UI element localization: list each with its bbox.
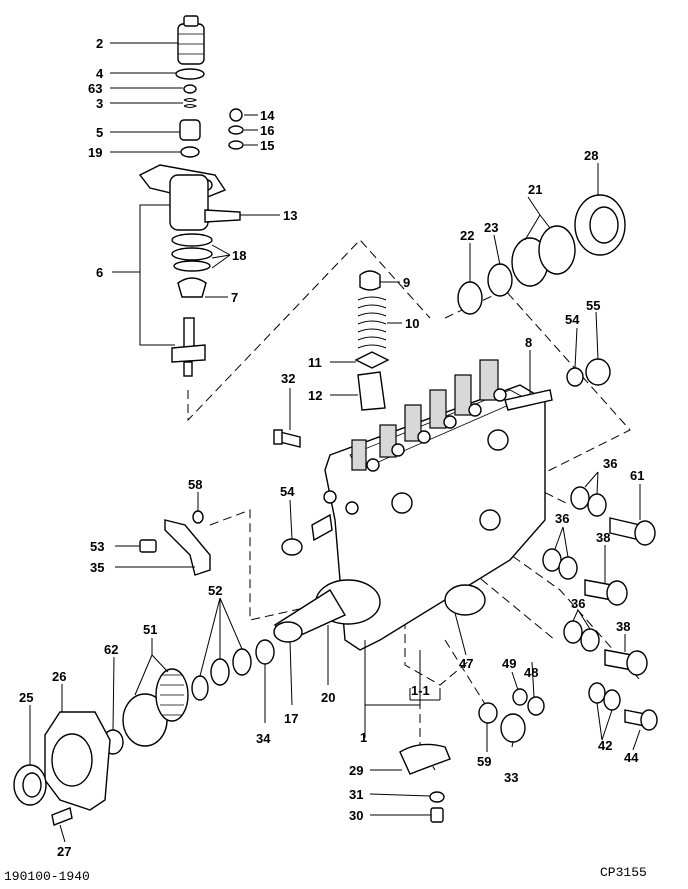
spring-assembly [354, 270, 390, 411]
callout-8: 8 [525, 335, 532, 350]
callout-9: 9 [403, 275, 410, 290]
callout-2: 2 [96, 36, 103, 51]
callout-28: 28 [584, 148, 598, 163]
callout-58: 58 [188, 477, 202, 492]
callout-51: 51 [143, 622, 157, 637]
callout-61: 61 [630, 468, 644, 483]
callout-29: 29 [349, 763, 363, 778]
callout-11: 11 [308, 355, 322, 370]
callout-7: 7 [231, 290, 238, 305]
callout-20: 20 [321, 690, 335, 705]
leader-lines [29, 42, 641, 843]
callout-33: 33 [504, 770, 518, 785]
callout-1-1: 1-1 [411, 683, 430, 698]
callout-36-c: 36 [571, 596, 585, 611]
delivery-valve-assembly [138, 15, 244, 377]
callout-54-lower: 54 [280, 484, 295, 499]
callout-36-a: 36 [603, 456, 617, 471]
callout-35: 35 [90, 560, 104, 575]
callout-38-a: 38 [596, 530, 610, 545]
callout-labels: 2 4 63 3 5 19 14 16 15 13 18 6 7 28 21 2… [19, 36, 644, 859]
callout-42: 42 [598, 738, 612, 753]
callout-48: 48 [524, 665, 538, 680]
callout-4: 4 [96, 66, 104, 81]
callout-53: 53 [90, 539, 104, 554]
callout-14: 14 [260, 108, 275, 123]
callout-27: 27 [57, 844, 71, 859]
callout-62: 62 [104, 642, 118, 657]
callout-49: 49 [502, 656, 516, 671]
callout-6: 6 [96, 265, 103, 280]
callout-36-b: 36 [555, 511, 569, 526]
callout-31: 31 [349, 787, 363, 802]
callout-22: 22 [460, 228, 474, 243]
callout-13: 13 [283, 208, 297, 223]
callout-63: 63 [88, 81, 102, 96]
callout-55: 55 [586, 298, 600, 313]
callout-12: 12 [308, 388, 322, 403]
callout-25: 25 [19, 690, 33, 705]
callout-21: 21 [528, 182, 542, 197]
footer-figure-code: CP3155 [600, 865, 647, 880]
callout-47: 47 [459, 656, 473, 671]
callout-19: 19 [88, 145, 102, 160]
callout-30: 30 [349, 808, 363, 823]
callout-18: 18 [232, 248, 246, 263]
pump-body [273, 359, 553, 651]
callout-17: 17 [284, 711, 298, 726]
callout-34: 34 [256, 731, 271, 746]
callout-38-b: 38 [616, 619, 630, 634]
callout-16: 16 [260, 123, 274, 138]
callout-52: 52 [208, 583, 222, 598]
coupling-parts [13, 510, 451, 826]
callout-10: 10 [405, 316, 419, 331]
callout-26: 26 [52, 669, 66, 684]
callout-32: 32 [281, 371, 295, 386]
right-side-parts [457, 194, 658, 743]
callout-1: 1 [360, 730, 367, 745]
callout-23: 23 [484, 220, 498, 235]
callout-3: 3 [96, 96, 103, 111]
callout-54-upper: 54 [565, 312, 580, 327]
footer-serial-range: 190100-1940 [4, 869, 90, 884]
callout-15: 15 [260, 138, 274, 153]
callout-5: 5 [96, 125, 103, 140]
callout-59: 59 [477, 754, 491, 769]
callout-44: 44 [624, 750, 639, 765]
